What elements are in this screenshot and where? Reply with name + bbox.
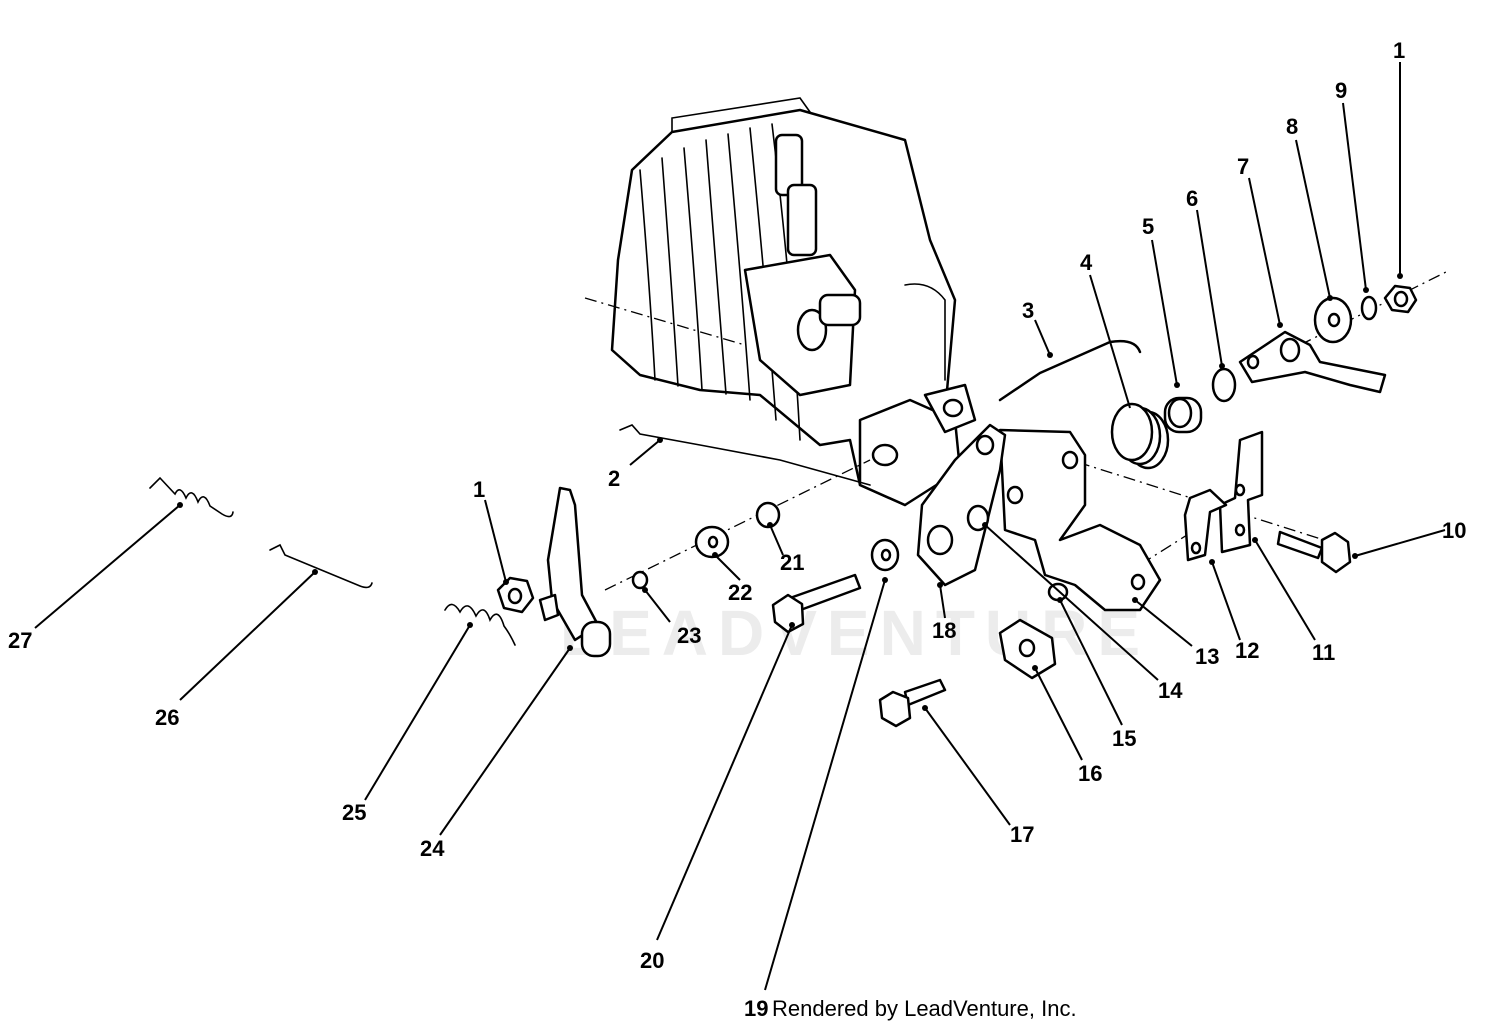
engine-block [610,97,977,507]
callout-4: 4 [1080,250,1093,275]
governor-bracket [916,423,1162,612]
callout-9: 9 [1335,78,1347,103]
callout-2: 2 [608,466,620,491]
callout-26: 26 [155,705,179,730]
footer-part-number: 19 [744,996,768,1021]
leader-lines [34,62,1446,991]
callout-21: 21 [780,550,804,575]
callout-5: 5 [1142,214,1154,239]
callout-17: 17 [1010,822,1034,847]
control-lever-plate [1238,330,1387,394]
callout-27: 27 [8,628,32,653]
washer-22 [694,525,730,559]
callout-22: 22 [728,580,752,605]
callout-10: 10 [1442,518,1466,543]
callout-7: 7 [1237,154,1249,179]
link-rod [619,424,871,486]
callout-8: 8 [1286,114,1298,139]
lock-washer [1360,295,1378,321]
callout-16: 16 [1078,761,1102,786]
throttle-lever [538,486,612,658]
large-washer [1313,296,1353,344]
retaining-ring [1211,367,1237,403]
nut-left [496,576,535,614]
spring-27 [149,476,234,518]
screw-17 [878,678,947,728]
callout-13: 13 [1195,644,1219,669]
cable-clamp [1183,488,1228,562]
axis-line-left [604,459,871,591]
callout-23: 23 [677,623,701,648]
watermark-text: LEADVENTURE [560,597,1150,669]
bushing [1163,396,1203,434]
bolt-10 [1276,530,1352,574]
wire-link [269,543,373,589]
bolt-20 [771,573,862,634]
callout-labels: 1 9 8 7 6 5 4 3 2 10 11 12 13 14 15 16 1… [8,38,1466,973]
callout-15: 15 [1112,726,1136,751]
callout-1-left: 1 [473,477,485,502]
callout-20: 20 [640,948,664,973]
footer-credit: Rendered by LeadVenture, Inc. [772,996,1077,1021]
governor-spring [1110,402,1170,470]
callout-6: 6 [1186,186,1198,211]
callout-14: 14 [1158,678,1183,703]
callout-25: 25 [342,800,366,825]
small-bushing [1047,582,1069,602]
callout-3: 3 [1022,298,1034,323]
flat-washer [870,538,900,572]
callout-12: 12 [1235,638,1259,663]
callout-18: 18 [932,618,956,643]
cable-clip [998,618,1057,680]
axis-line-top [584,297,746,346]
small-washer [631,570,649,590]
cable-bracket [1218,430,1264,554]
callout-24: 24 [420,836,445,861]
callout-1-top: 1 [1393,38,1405,63]
leader-dots [177,273,1403,711]
throttle-spring [444,603,516,646]
callout-11: 11 [1312,640,1335,665]
nut-top [1383,284,1418,314]
